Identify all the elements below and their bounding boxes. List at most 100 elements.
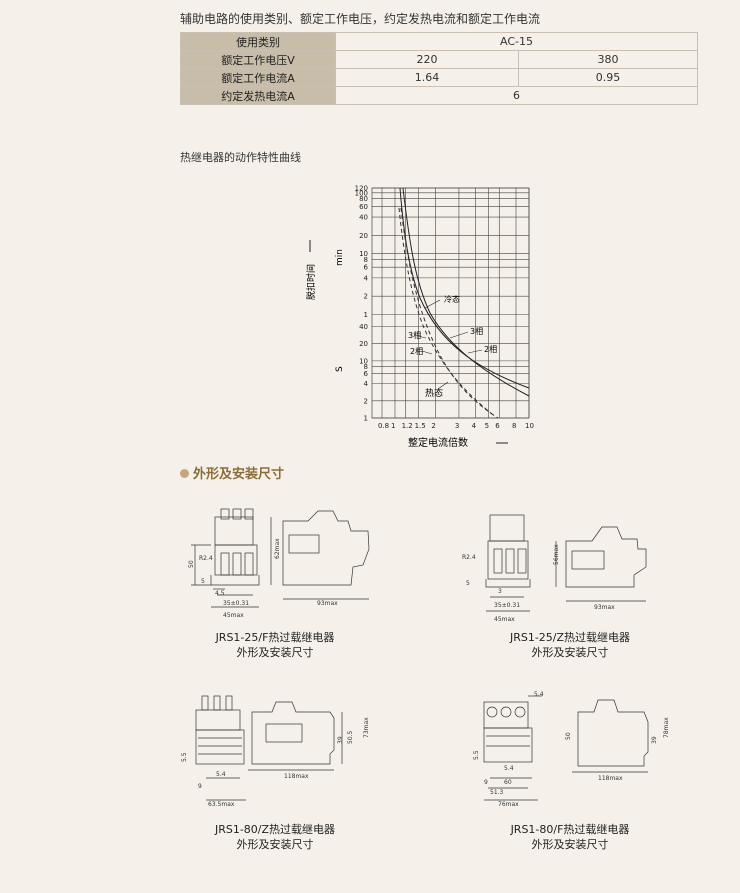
section-title: 外形及安装尺寸 xyxy=(180,463,284,482)
dim-label: 39 xyxy=(337,736,344,744)
x-tick-label: 10 xyxy=(525,422,534,430)
drawing-jrs1-80z: 5.5 5.4 9 63.5max 118max 39 50.5 73max xyxy=(181,695,370,808)
dim-label: 45max xyxy=(223,612,244,619)
dim-label: 118max xyxy=(598,775,623,782)
bullet-icon xyxy=(180,469,189,478)
drawing-caption: JRS1-80/F热过载继电器 外形及安装尺寸 xyxy=(490,822,650,852)
dim-label: 63.5max xyxy=(208,801,235,808)
y-tick-label: 6 xyxy=(364,370,369,378)
dim-label: 5.4 xyxy=(504,765,514,772)
y-tick-label: 4 xyxy=(364,274,369,282)
x-tick-label: 5 xyxy=(485,422,489,430)
curve-label: 2相 xyxy=(484,344,497,354)
y-tick-label: 60 xyxy=(359,203,368,211)
dim-label: 93max xyxy=(594,604,615,611)
dim-label: 5.4 xyxy=(216,771,226,778)
x-axis-label: 整定电流倍数 xyxy=(408,436,468,449)
table-cell: 220 xyxy=(335,50,519,69)
curve-label: 3相 xyxy=(408,330,421,340)
y-tick-label: 10 xyxy=(359,250,368,258)
dim-label: 93max xyxy=(317,600,338,607)
caption-line: JRS1-80/Z热过载继电器 xyxy=(214,823,336,836)
intro-text: 辅助电路的使用类别、额定工作电压，约定发热电流和额定工作电流 xyxy=(180,12,541,26)
caption-line: JRS1-80/F热过载继电器 xyxy=(510,823,630,836)
dim-label: 78max xyxy=(663,717,670,738)
x-tick-label: 1 xyxy=(391,422,395,430)
dim-label: 5.4 xyxy=(534,691,544,698)
table-cell: 380 xyxy=(518,50,698,69)
y-tick-label: 6 xyxy=(364,264,369,272)
table-cell: AC-15 xyxy=(335,32,698,51)
dim-label: R2.4 xyxy=(462,554,476,561)
curve-hot-2phase xyxy=(400,207,499,419)
y-tick-label: 1 xyxy=(364,415,368,423)
dim-label: 5.5 xyxy=(181,752,188,762)
y-unit-min: min xyxy=(335,249,345,266)
table-row-label: 额定工作电压V xyxy=(180,50,336,69)
dim-label: R2.4 xyxy=(199,555,213,562)
y-tick-label: 20 xyxy=(359,232,368,240)
caption-line: JRS1-25/F热过载继电器 xyxy=(215,631,335,644)
table-row-label: 额定工作电流A xyxy=(180,68,336,87)
caption-line: 外形及安装尺寸 xyxy=(531,646,609,659)
dim-label: 51.3 xyxy=(490,789,504,796)
x-tick-label: 8 xyxy=(512,422,516,430)
y-tick-label: 120 xyxy=(355,185,368,193)
table-row: 额定工作电压V 220 380 xyxy=(180,50,698,69)
y-tick-label: 80 xyxy=(359,195,368,203)
drawing-jrs1-25z: R2.4 5 3 35±0.31 45max 56max 93max xyxy=(462,514,647,623)
y-tick-label: 20 xyxy=(359,340,368,348)
curve-label: 3相 xyxy=(470,326,483,336)
dim-label: 4.5 xyxy=(215,590,225,597)
drawing-caption: JRS1-25/F热过载继电器 外形及安装尺寸 xyxy=(200,630,350,660)
caption-line: 外形及安装尺寸 xyxy=(531,838,609,851)
dim-label: 35±0.31 xyxy=(223,600,249,607)
y-tick-label: 10 xyxy=(359,357,368,365)
curve-label: 冷态 xyxy=(444,294,460,304)
dim-label: 60 xyxy=(504,779,512,786)
x-tick-label: 0.8 xyxy=(378,422,389,430)
drawing-jrs1-25f: 50 R2.4 5 4.5 35±0.31 45max 62max 93max xyxy=(188,508,370,619)
table-row: 约定发热电流A 6 xyxy=(180,86,698,105)
curve-cold-2phase xyxy=(402,187,530,397)
table-row: 使用类别 AC-15 xyxy=(180,32,698,51)
dim-label: 56max xyxy=(553,544,560,565)
table-cell: 6 xyxy=(335,86,698,105)
dim-label: 50 xyxy=(188,560,195,568)
curve-cold-3phase xyxy=(399,187,530,389)
dim-label: 39 xyxy=(651,736,658,744)
dim-label: 73max xyxy=(363,717,370,738)
dim-label: 50.5 xyxy=(347,730,354,744)
caption-line: 外形及安装尺寸 xyxy=(236,646,314,659)
x-tick-label: 2 xyxy=(431,422,435,430)
table-row: 额定工作电流A 1.64 0.95 xyxy=(180,68,698,87)
table-cell: 0.95 xyxy=(518,68,698,87)
drawing-jrs1-80f: 5.4 5.5 5.4 9 60 51.3 76max 50 39 78max … xyxy=(473,691,670,808)
x-tick-label: 4 xyxy=(472,422,477,430)
y-tick-label: 2 xyxy=(364,293,368,301)
x-tick-label: 6 xyxy=(495,422,500,430)
x-tick-label: 1.2 xyxy=(402,422,413,430)
section-title-text: 外形及安装尺寸 xyxy=(193,467,285,482)
caption-line: 外形及安装尺寸 xyxy=(236,838,314,851)
dim-label: 45max xyxy=(494,616,515,623)
table-row-label: 使用类别 xyxy=(180,32,336,51)
y-tick-label: 8 xyxy=(364,256,368,264)
dim-label: 5.5 xyxy=(473,750,480,760)
y-tick-label: 40 xyxy=(359,214,368,222)
drawing-caption: JRS1-80/Z热过载继电器 外形及安装尺寸 xyxy=(200,822,350,852)
curve-title: 热继电器的动作特性曲线 xyxy=(180,151,301,164)
dim-label: 76max xyxy=(498,801,519,808)
curve-hot-3phase xyxy=(398,207,493,415)
dim-label: 35±0.31 xyxy=(494,602,520,609)
dim-label: 62max xyxy=(274,538,281,559)
x-tick-label: 1.5 xyxy=(415,422,426,430)
curve-label: 热态 xyxy=(425,387,443,399)
table-cell: 1.64 xyxy=(335,68,519,87)
y-tick-label: 40 xyxy=(359,323,368,331)
table-row-label: 约定发热电流A xyxy=(180,86,336,105)
dim-label: 5 xyxy=(201,578,205,585)
y-tick-label: 4 xyxy=(364,380,369,388)
